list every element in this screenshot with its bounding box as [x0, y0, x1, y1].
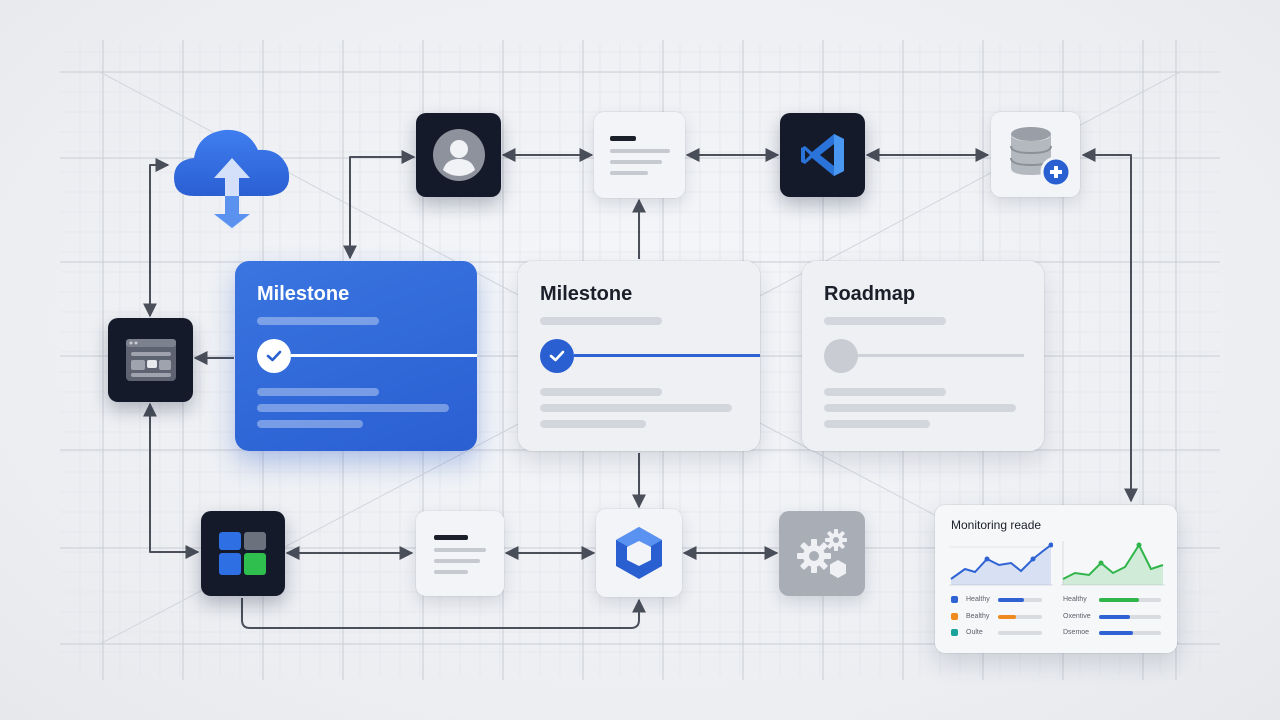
user-avatar-icon — [432, 129, 485, 181]
legend-meter-fill — [1099, 614, 1130, 619]
legend-meter — [1099, 630, 1161, 635]
gears-icon — [797, 528, 847, 578]
dashboard-grid-node[interactable] — [201, 511, 285, 596]
legend-row: Oxentive — [1063, 613, 1161, 620]
legend-label: Healthy — [966, 596, 990, 603]
legend-label: Bealthy — [966, 613, 990, 620]
document-node-top[interactable] — [594, 112, 685, 198]
legend-row: Dsemoe — [1063, 629, 1161, 636]
user-profile-node[interactable] — [416, 113, 501, 197]
monitoring-title: Monitoring reade — [951, 518, 1042, 532]
legend-meter-fill — [1099, 597, 1140, 602]
vscode-icon — [800, 134, 844, 176]
progress-track — [854, 354, 1024, 357]
legend-meter — [1099, 597, 1161, 602]
legend-label: Healthy — [1063, 596, 1087, 603]
database-add-node[interactable] — [991, 112, 1080, 197]
legend-meter — [1099, 614, 1161, 619]
legend-swatch — [951, 613, 958, 620]
legend-label: Oulte — [966, 629, 983, 636]
card-placeholder-line — [540, 388, 662, 396]
arrow-grid-hexagon — [241, 598, 646, 629]
arrow-cloud-browser — [143, 158, 170, 318]
card-placeholder-line — [257, 404, 449, 412]
dashboard-grid-icon — [219, 531, 266, 575]
legend-label: Oxentive — [1063, 613, 1091, 620]
card-title: Milestone — [540, 283, 633, 305]
vscode-node[interactable] — [780, 113, 865, 197]
legend-swatch — [951, 629, 958, 636]
arrow-card1-profile — [343, 150, 416, 260]
settings-gears-node[interactable] — [779, 511, 865, 596]
document-node-bottom[interactable] — [416, 511, 504, 596]
roadmap-card[interactable]: Roadmap — [802, 261, 1044, 451]
browser-window-icon — [125, 339, 176, 381]
card-title: Roadmap — [824, 283, 916, 305]
legend-meter — [998, 630, 1042, 635]
cloud-upload-node[interactable] — [170, 118, 294, 230]
card-placeholder-line — [540, 404, 732, 412]
arrow-database-monitor — [1081, 148, 1138, 503]
legend-row: Bealthy — [951, 613, 1042, 620]
pending-status-icon — [824, 339, 858, 373]
hexagon-icon — [616, 527, 662, 579]
progress-track — [291, 354, 477, 357]
monitoring-panel[interactable]: Monitoring reade Healthy Bealthy Oulte H… — [935, 505, 1177, 653]
legend-meter-fill — [1099, 630, 1134, 635]
legend-row: Oulte — [951, 629, 1042, 636]
complete-check-icon — [540, 339, 574, 373]
legend-swatch — [951, 596, 958, 603]
card-placeholder-line — [824, 388, 946, 396]
card-placeholder-line — [257, 317, 379, 325]
card-placeholder-line — [257, 388, 379, 396]
document-icon — [609, 136, 670, 175]
database-add-icon — [1009, 126, 1071, 187]
milestone-card[interactable]: Milestone — [518, 261, 760, 451]
card-title: Milestone — [257, 283, 350, 305]
legend-meter-fill — [998, 597, 1025, 602]
card-placeholder-line — [257, 420, 363, 428]
card-placeholder-line — [540, 317, 662, 325]
milestone-card-active[interactable]: Milestone — [235, 261, 477, 451]
complete-check-icon — [257, 339, 291, 373]
card-placeholder-line — [824, 317, 946, 325]
cloud-upload-icon — [174, 129, 290, 230]
arrow-browser-grid — [143, 402, 200, 559]
card-placeholder-line — [540, 420, 646, 428]
card-placeholder-line — [824, 420, 930, 428]
hexagon-service-node[interactable] — [596, 509, 682, 597]
progress-track — [574, 354, 760, 357]
legend-meter — [998, 614, 1042, 619]
legend-meter — [998, 597, 1042, 602]
legend-meter-fill — [998, 614, 1016, 619]
browser-window-node[interactable] — [108, 318, 193, 402]
legend-label: Dsemoe — [1063, 629, 1090, 636]
sparkline-blue — [949, 542, 1053, 586]
sparkline-green — [1061, 541, 1165, 586]
legend-row: Healthy — [1063, 596, 1161, 603]
legend-row: Healthy — [951, 596, 1042, 603]
document-icon — [434, 534, 486, 574]
card-placeholder-line — [824, 404, 1016, 412]
